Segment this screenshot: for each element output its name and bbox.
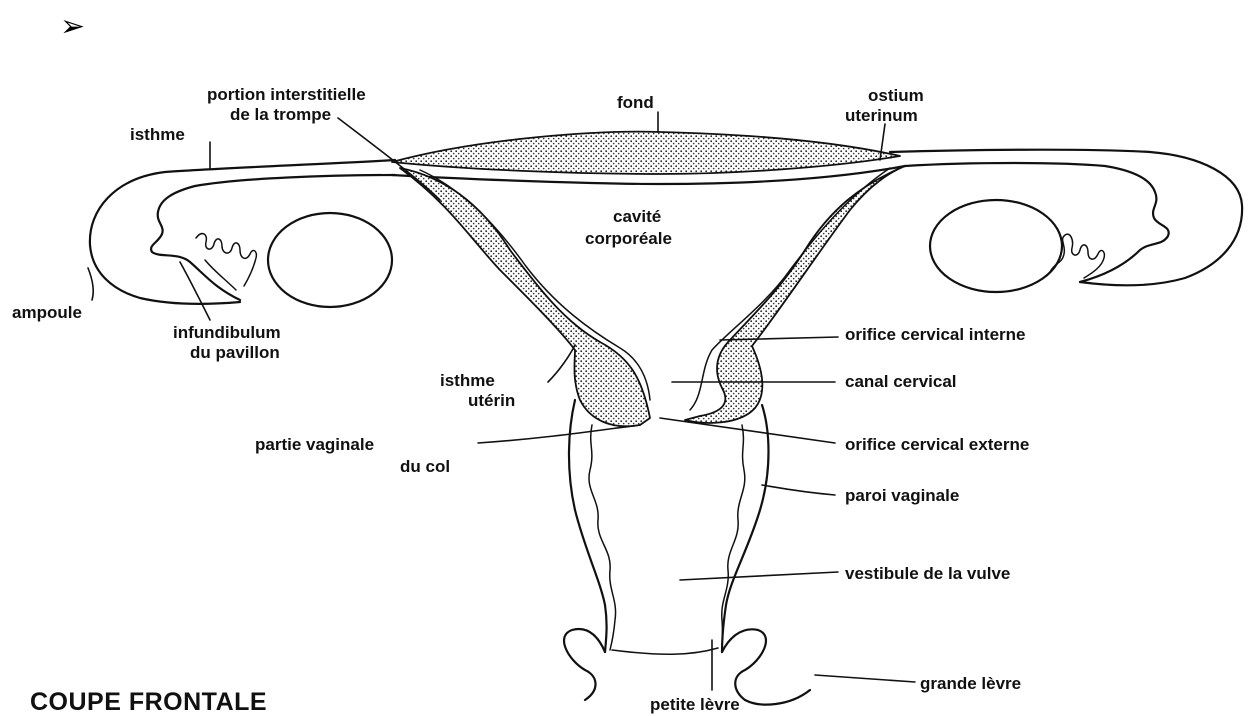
- vulva: [564, 629, 810, 705]
- left-ovary: [268, 213, 392, 307]
- label-infundibulum-l1: infundibulum: [173, 323, 281, 342]
- label-orifice-cervical-interne: orifice cervical interne: [845, 325, 1025, 344]
- label-partie-vaginale-l2: du col: [400, 457, 450, 476]
- label-portion-interstitielle-l2: de la trompe: [230, 105, 331, 124]
- label-infundibulum-l2: du pavillon: [190, 343, 280, 362]
- diagram-title: COUPE FRONTALE: [30, 688, 267, 716]
- label-ampoule: ampoule: [12, 303, 82, 322]
- label-ostium-l1: ostium: [868, 86, 924, 105]
- label-fond: fond: [617, 93, 654, 112]
- label-grande-levre: grande lèvre: [920, 674, 1021, 693]
- label-cavite-l2: corporéale: [585, 229, 672, 248]
- label-cavite-l1: cavité: [613, 207, 661, 226]
- label-orifice-cervical-externe: orifice cervical externe: [845, 435, 1029, 454]
- label-canal-cervical: canal cervical: [845, 372, 957, 391]
- label-ostium-l2: uterinum: [845, 106, 918, 125]
- label-vestibule-vulve: vestibule de la vulve: [845, 564, 1010, 583]
- uterine-fundus: [392, 132, 900, 174]
- right-ovary: [930, 200, 1062, 292]
- bullet-marker: ➢: [60, 9, 85, 44]
- label-isthme-uterin-l1: isthme: [440, 371, 495, 390]
- vagina: [569, 400, 769, 652]
- left-uterine-tube: [90, 160, 395, 304]
- label-isthme: isthme: [130, 125, 185, 144]
- label-paroi-vaginale: paroi vaginale: [845, 486, 959, 505]
- label-partie-vaginale-l1: partie vaginale: [255, 435, 374, 454]
- label-petite-levre: petite lèvre: [650, 695, 740, 714]
- label-isthme-uterin-l2: utérin: [468, 391, 515, 410]
- label-portion-interstitielle-l1: portion interstitielle: [207, 85, 366, 104]
